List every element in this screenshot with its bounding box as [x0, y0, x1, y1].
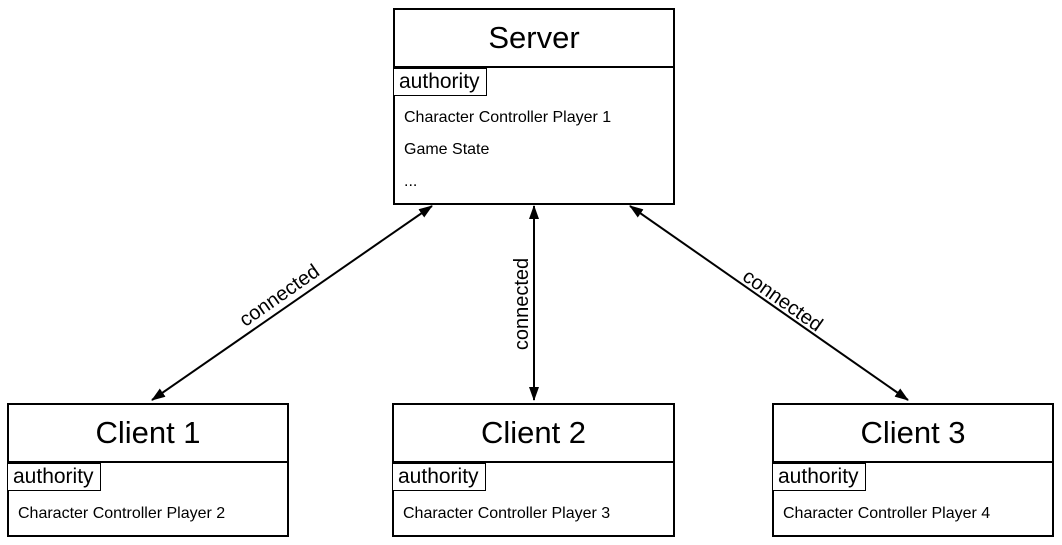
connection-arrow — [151, 205, 433, 401]
node-item: Character Controller Player 2 — [18, 505, 226, 522]
authority-badge: authority — [7, 463, 101, 491]
edge-server-client2: connected — [511, 205, 539, 401]
node-client-3[interactable]: Client 3 authority Character Controller … — [772, 403, 1054, 537]
node-title: Client 2 — [394, 405, 673, 463]
edge-server-client1: connected — [151, 205, 433, 401]
node-client-1[interactable]: Client 1 authority Character Controller … — [7, 403, 289, 537]
node-body: authority Character Controller Player 2 — [7, 463, 287, 535]
node-body: authority Character Controller Player 4 — [772, 463, 1052, 535]
authority-badge: authority — [392, 463, 486, 491]
node-body: authority Character Controller Player 1 … — [393, 68, 673, 203]
node-title: Client 3 — [774, 405, 1052, 463]
node-item: Character Controller Player 3 — [403, 505, 611, 522]
edge-label: connected — [738, 265, 826, 336]
node-item: Character Controller Player 1 — [404, 109, 612, 126]
node-title: Server — [395, 10, 673, 68]
node-server[interactable]: Server authority Character Controller Pl… — [393, 8, 675, 205]
edge-label: connected — [511, 258, 533, 350]
edge-server-client3: connected — [629, 205, 909, 401]
node-title: Client 1 — [9, 405, 287, 463]
connection-arrow — [629, 205, 909, 401]
authority-badge: authority — [393, 68, 487, 96]
edge-label: connected — [235, 260, 323, 331]
node-body: authority Character Controller Player 3 — [392, 463, 673, 535]
node-client-2[interactable]: Client 2 authority Character Controller … — [392, 403, 675, 537]
node-item: Game State — [404, 141, 490, 158]
node-item: ... — [404, 173, 418, 190]
node-item: Character Controller Player 4 — [783, 505, 991, 522]
authority-badge: authority — [772, 463, 866, 491]
